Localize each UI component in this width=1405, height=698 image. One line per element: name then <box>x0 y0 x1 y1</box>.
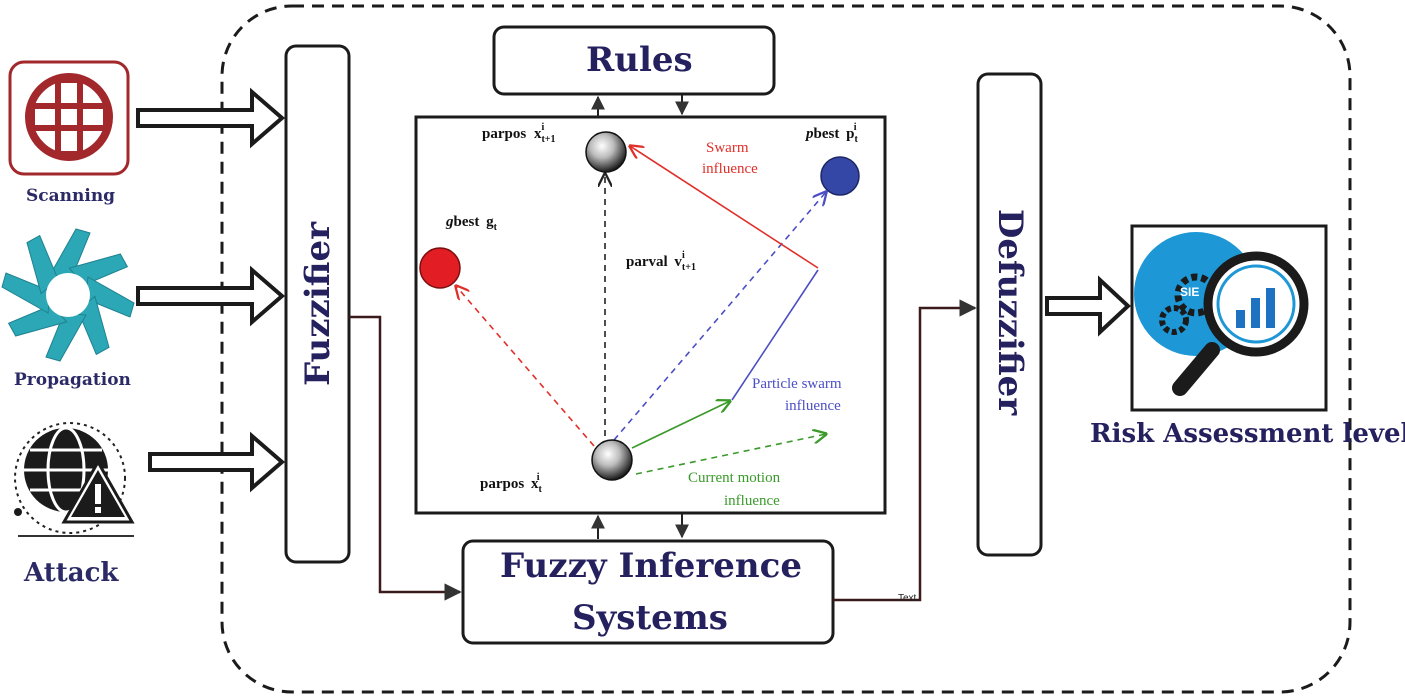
attack-input-arrow <box>148 431 286 493</box>
gbest-rest: best <box>453 214 480 230</box>
pbest-prefix: p <box>806 126 814 142</box>
next-position-label: parpos xt+1i <box>482 122 555 145</box>
velocity-text: parval <box>626 254 668 270</box>
pbest-var: p <box>846 126 855 142</box>
fuzzy-inference-label-line2: Systems <box>572 598 728 638</box>
gbest-prefix: g <box>446 214 454 230</box>
current-position-particle <box>591 439 633 481</box>
pso-plot-box <box>414 115 887 515</box>
current-position-sub: t <box>538 484 542 495</box>
velocity-sub: t+1 <box>681 262 696 273</box>
attack-icon <box>14 422 135 537</box>
risk-icon-text: SIE <box>1180 285 1200 299</box>
next-position-var: x <box>533 126 542 142</box>
current-motion-label-2: influence <box>724 493 780 509</box>
current-motion-vector <box>631 401 730 449</box>
pbest-sup: i <box>853 122 857 133</box>
gbest-label: gbest gt <box>446 214 497 233</box>
output-arrow <box>1045 275 1131 337</box>
risk-assessment-icon <box>1130 224 1328 412</box>
defuzzifier-box <box>976 72 1043 557</box>
current-position-text: parpos <box>480 476 525 492</box>
gbest-direction-vector <box>456 286 595 447</box>
risk-assessment-label: Risk Assessment level <box>1090 419 1405 449</box>
velocity-label: parval vt+1i <box>626 250 696 273</box>
swarm-influence-vector <box>630 146 819 269</box>
fuzzy-inference-label-line1: Fuzzy Inference <box>500 546 802 586</box>
particle-swarm-label-1: Particle swarm <box>752 376 842 392</box>
pbest-sub: t <box>854 134 858 145</box>
system-boundary <box>220 4 1352 694</box>
particle-swarm-label-2: influence <box>785 398 841 414</box>
fuzzifier-box <box>284 44 351 564</box>
next-position-sub: t+1 <box>541 134 556 145</box>
next-position-particle <box>585 131 627 173</box>
defuzzifier-label: Defuzzifier <box>990 208 1030 416</box>
velocity-sup: i <box>681 250 685 261</box>
current-position-label: parpos xti <box>480 472 542 495</box>
swarm-influence-label-2: influence <box>702 161 758 177</box>
attack-label: Attack <box>24 558 119 588</box>
connector-text: Text <box>898 593 917 604</box>
fuzzifier-label: Fuzzifier <box>298 221 338 387</box>
pbest-label: pbest pti <box>806 122 858 145</box>
gbest-sub: t <box>493 222 497 233</box>
gbest-particle <box>419 247 461 289</box>
rules-label: Rules <box>586 40 693 80</box>
particle-swarm-vector <box>731 269 819 401</box>
fuzzy-inference-box <box>461 539 835 645</box>
current-motion-label-1: Current motion <box>688 470 781 486</box>
pbest-particle <box>820 156 860 196</box>
scanning-label: Scanning <box>26 186 116 206</box>
next-position-text: parpos <box>482 126 527 142</box>
propagation-label: Propagation <box>14 370 131 390</box>
propagation-input-arrow <box>136 265 286 327</box>
scanning-icon <box>8 60 130 176</box>
propagation-icon <box>1 228 135 362</box>
velocity-var: v <box>674 254 682 270</box>
current-position-sup: i <box>536 472 540 483</box>
gbest-var: g <box>486 214 494 230</box>
scanning-input-arrow <box>136 87 286 149</box>
current-position-var: x <box>530 476 539 492</box>
next-position-sup: i <box>541 122 545 133</box>
inference-to-defuzzifier-connector <box>833 299 977 602</box>
swarm-influence-label-1: Swarm <box>706 140 749 156</box>
fuzzifier-to-inference-connector <box>349 315 462 601</box>
pbest-rest: best <box>813 126 840 142</box>
rules-box <box>492 25 776 96</box>
